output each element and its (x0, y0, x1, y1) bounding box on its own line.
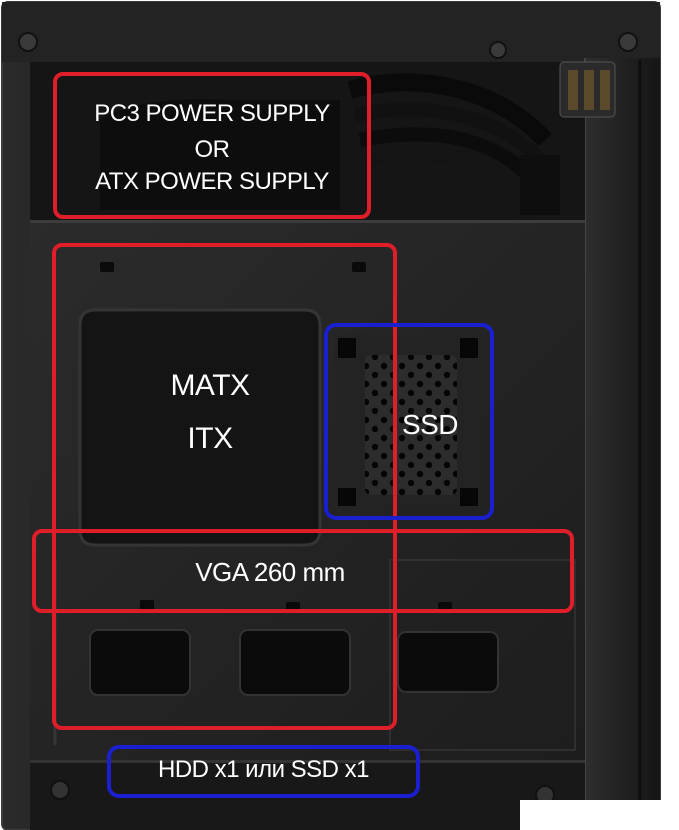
vga-zone-outline (32, 529, 574, 613)
psu-zone-outline (53, 72, 371, 219)
ssd-zone-outline (324, 323, 494, 520)
psu-label-line3: ATX POWER SUPPLY (95, 168, 329, 195)
vga-label: VGA 260 mm (195, 557, 345, 587)
psu-label-line1: PC3 POWER SUPPLY (94, 100, 330, 127)
board-label-line1: MATX (170, 369, 250, 402)
board-label-line2: ITX (187, 422, 233, 455)
ssd-label: SSD (401, 409, 459, 440)
psu-label-line2: OR (194, 136, 231, 163)
board-zone-outline (52, 243, 397, 730)
drive-zone-outline (107, 745, 420, 798)
drive-label: HDD x1 или SSD x1 (157, 756, 370, 783)
side-panel (585, 58, 660, 830)
